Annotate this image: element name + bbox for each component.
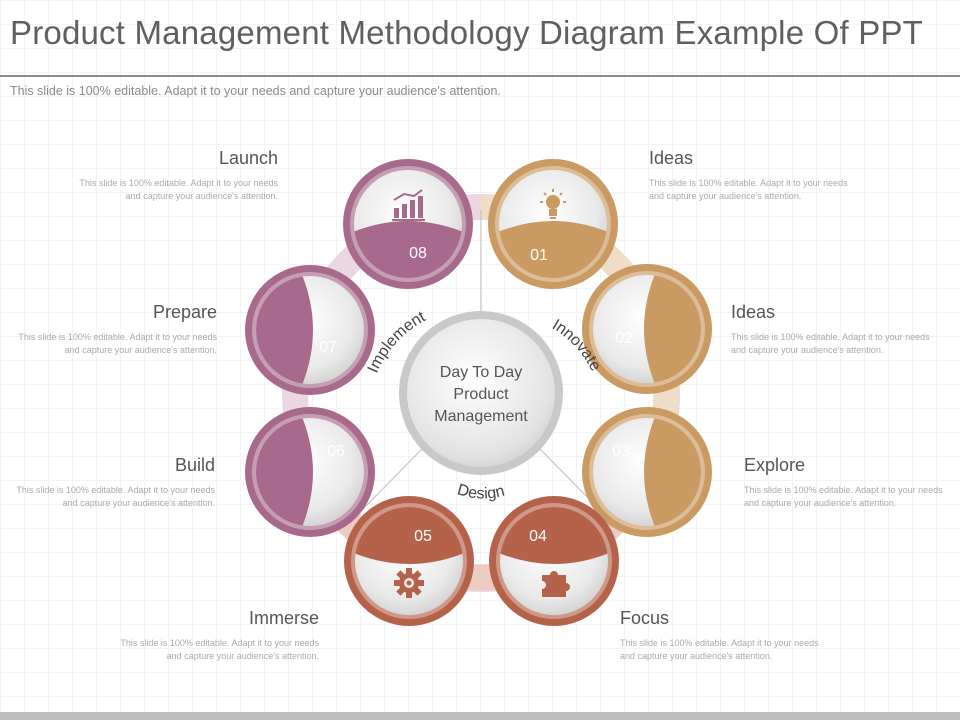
lightbulb-icon bbox=[540, 189, 566, 219]
step-number: 06 bbox=[327, 443, 345, 460]
step-node-05: 05 bbox=[344, 496, 474, 626]
bar-chart-icon bbox=[392, 189, 425, 221]
step-number: 04 bbox=[529, 528, 547, 545]
step-07-label: Prepare This slide is 100% editable. Ada… bbox=[0, 302, 217, 356]
step-number: 05 bbox=[414, 528, 432, 545]
step-06-label: Build This slide is 100% editable. Adapt… bbox=[0, 455, 215, 509]
step-01-heading: Ideas bbox=[649, 148, 694, 168]
step-02-label: Ideas This slide is 100% editable. Adapt… bbox=[731, 302, 951, 356]
center-line-3: Management bbox=[434, 408, 528, 425]
step-04-label: Focus This slide is 100% editable. Adapt… bbox=[620, 608, 840, 662]
step-05-description: This slide is 100% editable. Adapt it to… bbox=[120, 638, 319, 661]
step-04-heading: Focus bbox=[620, 608, 670, 628]
page-subtitle: This slide is 100% editable. Adapt it to… bbox=[10, 84, 501, 98]
step-08-description: This slide is 100% editable. Adapt it to… bbox=[79, 178, 278, 201]
center-line-2: Product bbox=[453, 386, 509, 403]
step-07-heading: Prepare bbox=[152, 302, 217, 322]
step-number: 03 bbox=[612, 443, 630, 460]
step-node-04: 04 bbox=[489, 496, 619, 626]
puzzle-icon bbox=[542, 571, 570, 597]
step-02-description: This slide is 100% editable. Adapt it to… bbox=[731, 332, 930, 355]
step-node-01: 01 bbox=[488, 159, 618, 289]
step-03-label: Explore This slide is 100% editable. Ada… bbox=[744, 455, 960, 509]
step-node-06: 06 bbox=[245, 407, 375, 537]
step-01-label: Ideas This slide is 100% editable. Adapt… bbox=[649, 148, 869, 202]
step-08-label: Launch This slide is 100% editable. Adap… bbox=[58, 148, 278, 202]
step-number: 07 bbox=[319, 339, 337, 356]
divider-line-left bbox=[361, 445, 426, 511]
step-node-03: 03 bbox=[582, 407, 712, 537]
step-number: 01 bbox=[530, 247, 548, 264]
step-03-heading: Explore bbox=[744, 455, 806, 475]
step-05-label: Immerse This slide is 100% editable. Ada… bbox=[99, 608, 319, 662]
step-04-description: This slide is 100% editable. Adapt it to… bbox=[620, 638, 819, 661]
center-circle bbox=[407, 319, 555, 467]
step-number: 02 bbox=[615, 330, 633, 347]
step-02-heading: Ideas bbox=[731, 302, 776, 322]
gear-icon bbox=[394, 568, 424, 598]
handshake-icon bbox=[272, 316, 312, 344]
step-node-07: 07 bbox=[245, 265, 375, 395]
step-07-description: This slide is 100% editable. Adapt it to… bbox=[18, 332, 217, 355]
step-number: 08 bbox=[409, 245, 427, 262]
phase-design-label: Design bbox=[455, 481, 506, 502]
step-01-description: This slide is 100% editable. Adapt it to… bbox=[649, 178, 848, 201]
phase-design-text: Design bbox=[455, 481, 506, 502]
title-divider bbox=[0, 75, 960, 77]
magnifier-icon bbox=[650, 316, 678, 344]
step-03-description: This slide is 100% editable. Adapt it to… bbox=[744, 485, 943, 508]
step-05-heading: Immerse bbox=[248, 608, 319, 628]
step-06-description: This slide is 100% editable. Adapt it to… bbox=[16, 485, 215, 508]
megaphone-icon bbox=[651, 459, 673, 486]
target-icon bbox=[276, 456, 308, 488]
step-node-08: 08 bbox=[343, 159, 473, 289]
step-node-02: 02 bbox=[582, 264, 712, 394]
center-line-1: Day To Day bbox=[440, 364, 522, 381]
bottom-bar bbox=[0, 712, 960, 720]
step-08-heading: Launch bbox=[218, 148, 278, 168]
step-06-heading: Build bbox=[174, 455, 215, 475]
page-title: Product Management Methodology Diagram E… bbox=[10, 14, 924, 51]
